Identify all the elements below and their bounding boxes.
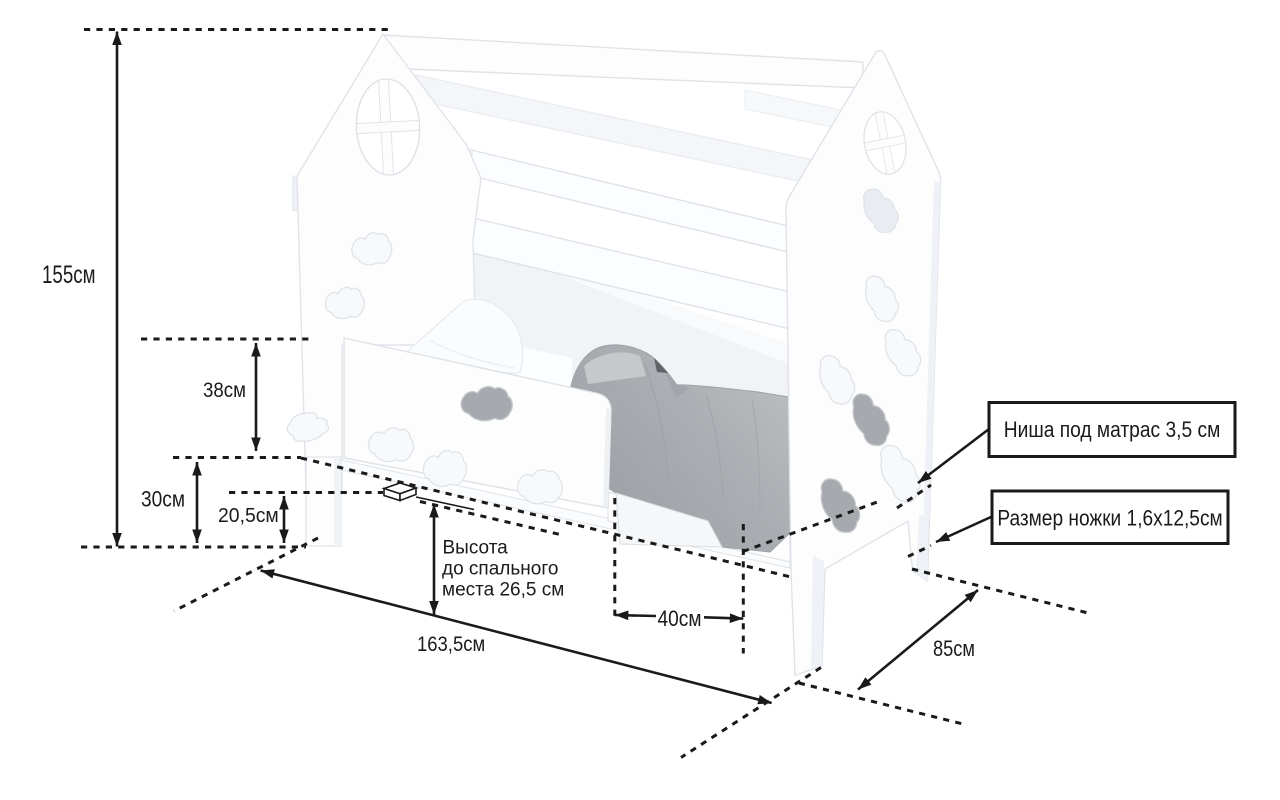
svg-text:20,5см: 20,5см xyxy=(218,505,279,527)
svg-text:163,5см: 163,5см xyxy=(417,633,485,656)
svg-text:155см: 155см xyxy=(42,260,96,288)
svg-text:30см: 30см xyxy=(141,487,185,512)
svg-text:Ниша под матрас 3,5 см: Ниша под матрас 3,5 см xyxy=(1004,418,1221,443)
svg-text:38см: 38см xyxy=(203,379,246,402)
svg-text:Размер ножки 1,6х12,5см: Размер ножки 1,6х12,5см xyxy=(997,506,1222,531)
svg-text:Высота: Высота xyxy=(443,538,509,559)
svg-text:места 26,5 см: места 26,5 см xyxy=(442,580,564,601)
svg-text:40см: 40см xyxy=(658,607,702,632)
svg-text:85см: 85см xyxy=(933,638,975,662)
svg-text:до спального: до спального xyxy=(442,559,558,580)
